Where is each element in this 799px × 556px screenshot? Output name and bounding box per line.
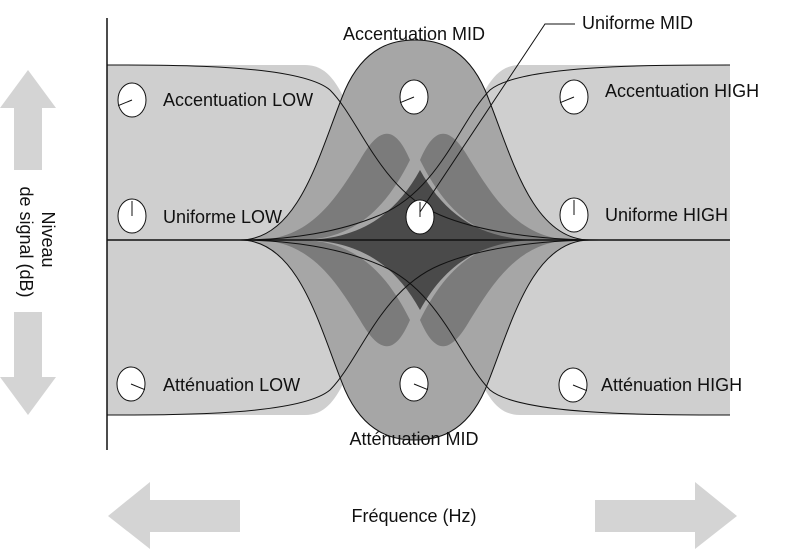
label-cut-high: Atténuation HIGH <box>601 375 742 395</box>
overlap-high-mid <box>420 133 575 347</box>
knob-flat-high <box>559 197 589 233</box>
knob-boost-low <box>117 82 147 118</box>
overlap-low-mid <box>255 133 410 347</box>
knob-boost-high <box>559 79 589 115</box>
label-flat-low: Uniforme LOW <box>163 207 282 227</box>
x-axis-label: Fréquence (Hz) <box>351 506 476 526</box>
flat-mid-leader-line <box>419 23 575 213</box>
knob-pointer <box>413 383 429 391</box>
knob-cut-mid <box>399 366 429 402</box>
y-axis-label: Niveau de signal (dB) <box>16 186 58 297</box>
label-flat-mid: Uniforme MID <box>582 13 693 33</box>
label-cut-low: Atténuation LOW <box>163 375 300 395</box>
knob-pointer <box>399 96 415 104</box>
label-boost-mid: Accentuation MID <box>343 24 485 44</box>
label-boost-low: Accentuation LOW <box>163 90 313 110</box>
knob-flat-mid <box>405 199 435 235</box>
label-cut-mid: Atténuation MID <box>349 429 478 449</box>
knob-pointer <box>572 384 588 392</box>
level-arrow-icon <box>0 70 56 415</box>
frequency-arrow-icon <box>108 482 737 549</box>
knob-pointer <box>117 99 133 107</box>
label-boost-high: Accentuation HIGH <box>605 81 759 101</box>
label-flat-high: Uniforme HIGH <box>605 205 728 225</box>
knob-pointer <box>130 383 146 391</box>
knob-cut-low <box>116 366 146 402</box>
knob-flat-low <box>117 198 147 234</box>
knob-cut-high <box>558 367 588 403</box>
knob-boost-mid <box>399 79 429 115</box>
knob-pointer <box>559 96 575 104</box>
